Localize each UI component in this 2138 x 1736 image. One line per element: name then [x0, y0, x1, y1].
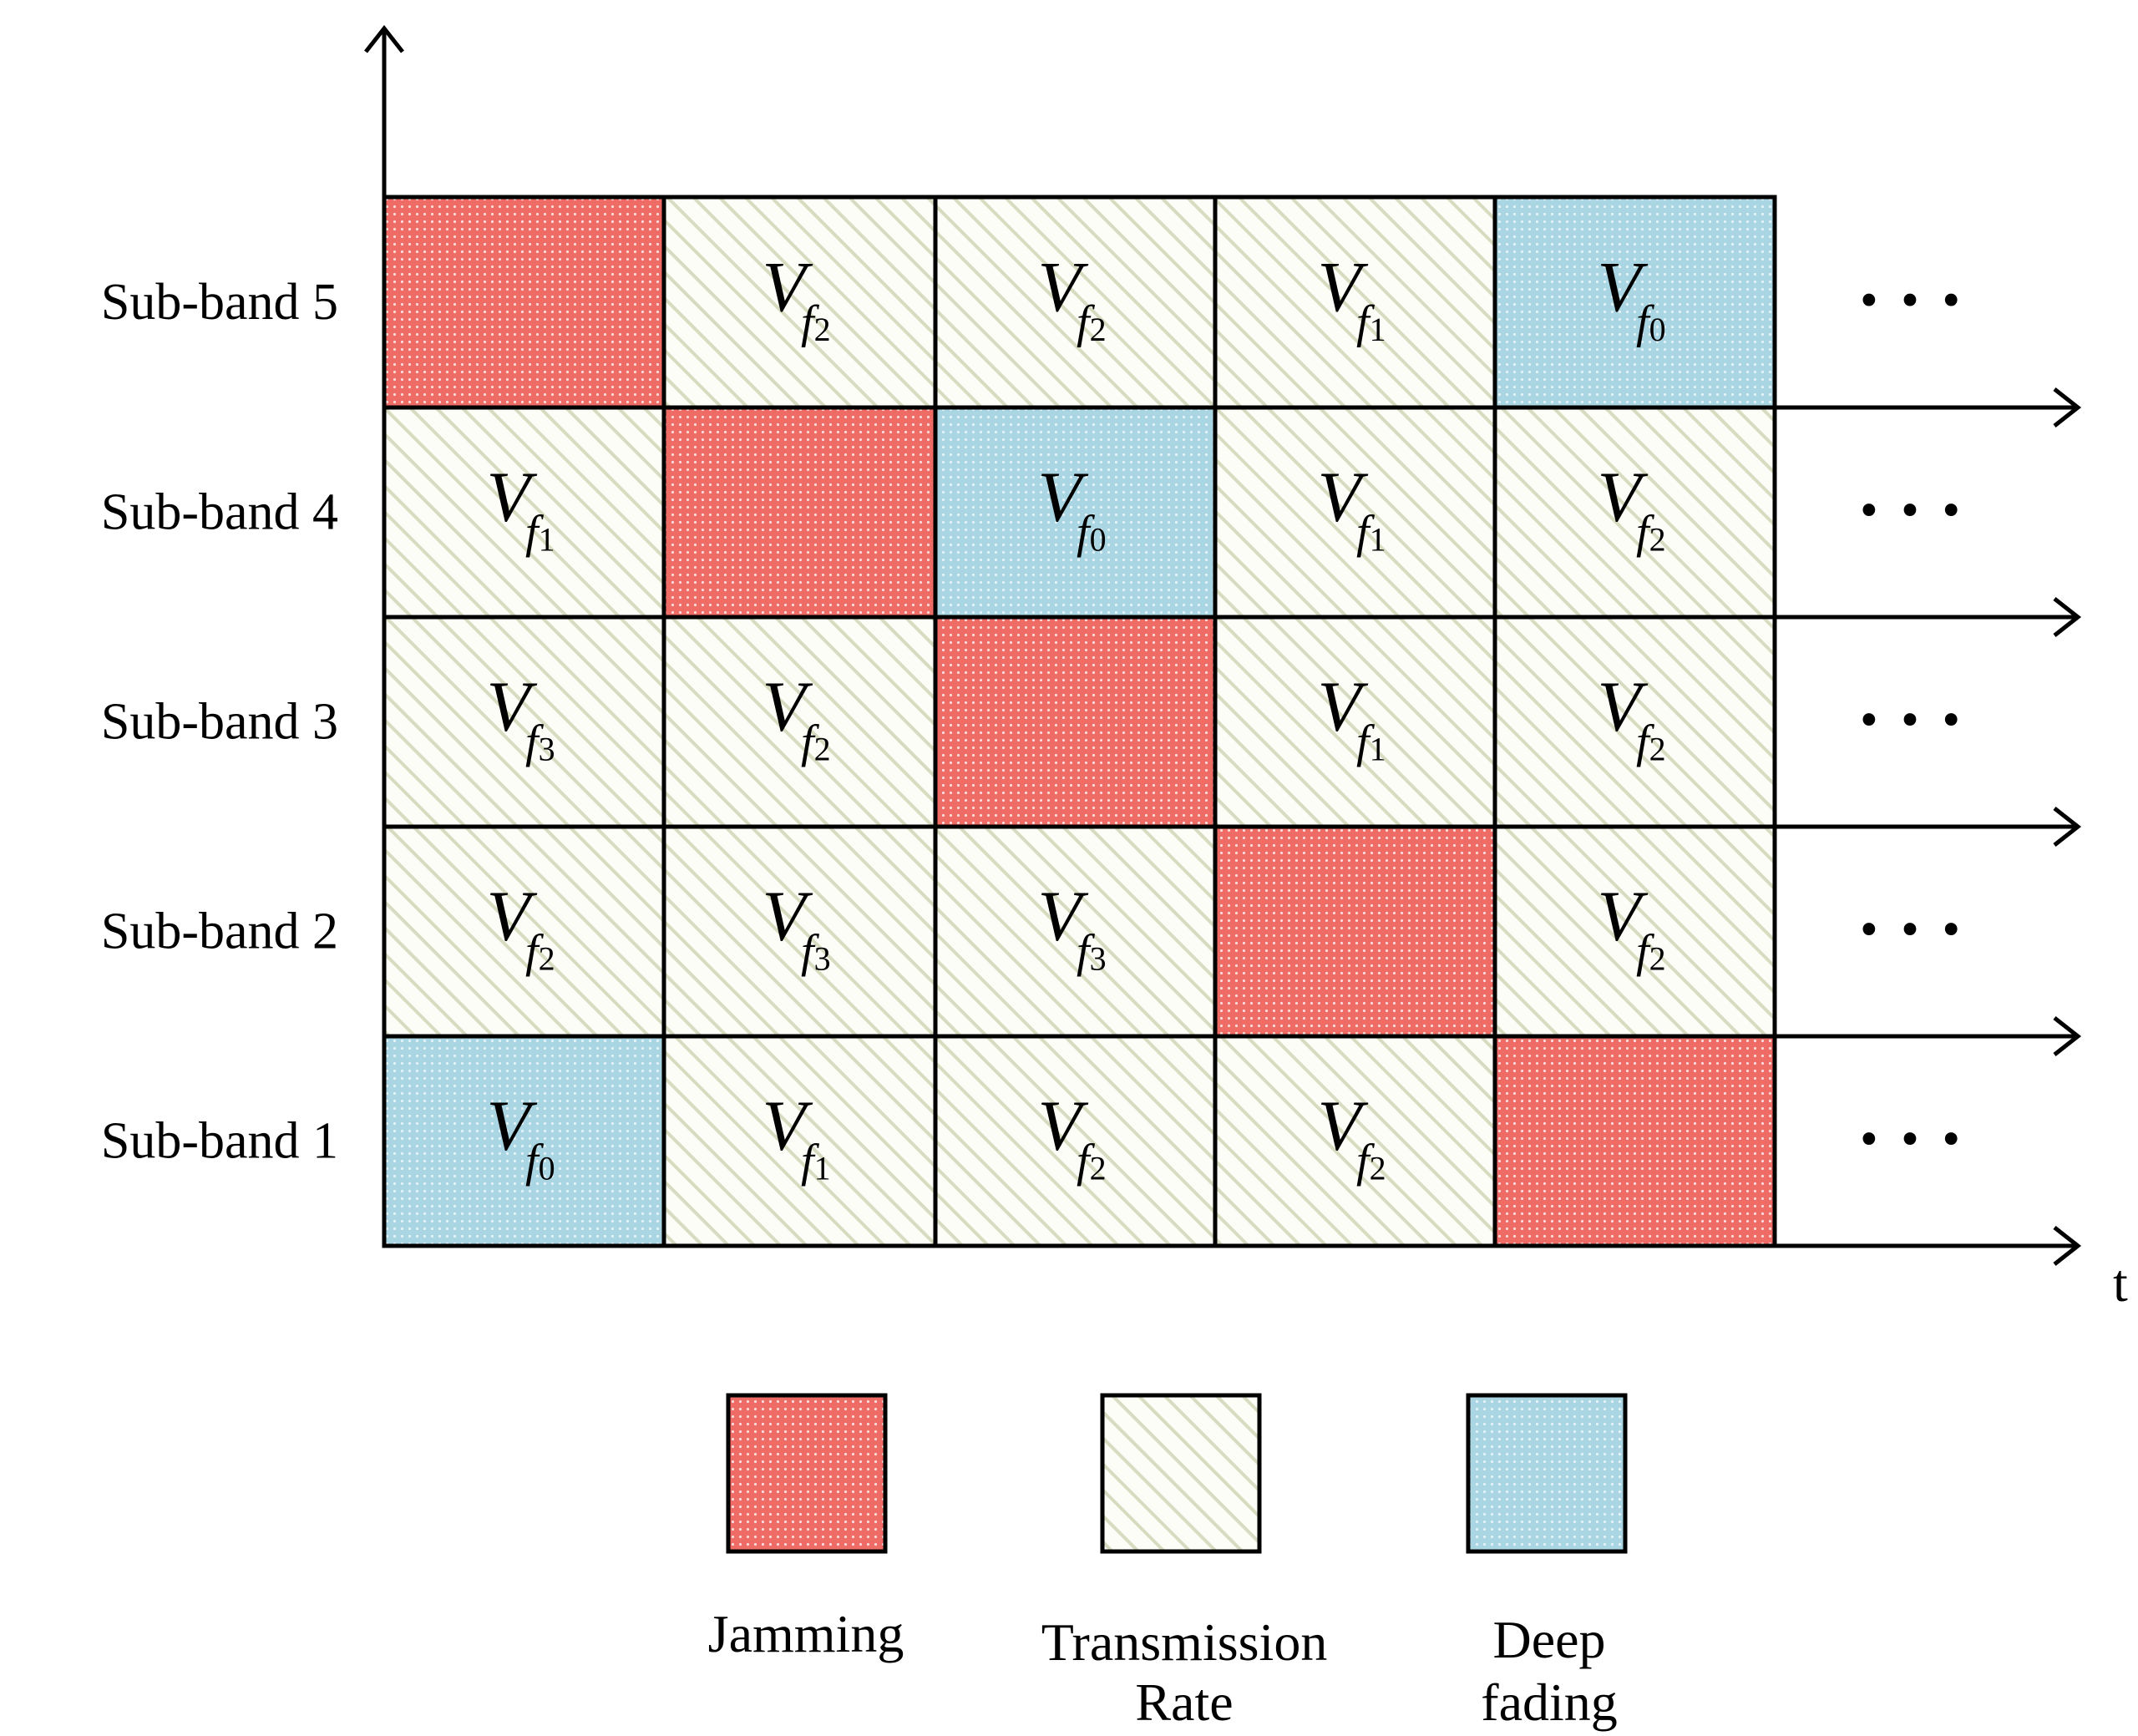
ellipsis: • • •	[1860, 483, 1965, 539]
row-label-sub-band-3: Sub-band 3	[101, 694, 338, 751]
cell-rate-r5-c2	[661, 1034, 938, 1248]
cell-fading-r2-c3	[933, 405, 1218, 620]
cell-jamming-r5-c5	[1492, 1034, 1777, 1248]
cell-rate-r4-c5	[1492, 824, 1777, 1039]
legend-label-fading: fading	[1481, 1673, 1618, 1732]
cell-rate-r2-c5	[1492, 405, 1777, 620]
ellipsis: • • •	[1860, 692, 1965, 749]
rate-symbol: Vf2	[487, 876, 555, 978]
time-axis-arrowhead	[2053, 1016, 2082, 1056]
time-axis-label: t	[2113, 1253, 2128, 1313]
legend-label-jamming: Jamming	[708, 1604, 904, 1663]
row-label-sub-band-4: Sub-band 4	[101, 484, 338, 541]
cell-rate-r4-c3	[933, 824, 1218, 1039]
rate-symbol: Vf1	[1318, 457, 1386, 559]
frequency-axis-arrowhead	[364, 24, 404, 53]
cell-fading-r5-c1	[382, 1034, 666, 1248]
rate-symbol: Vf0	[1038, 457, 1107, 559]
row-label-sub-band-5: Sub-band 5	[101, 274, 338, 331]
cell-rate-r1-c2	[661, 195, 938, 410]
cell-jamming-r1-c1	[382, 195, 666, 410]
axes-layer	[364, 24, 2082, 1266]
rate-symbol: Vf3	[762, 876, 831, 978]
cell-rate-r3-c2	[661, 615, 938, 829]
rate-symbol: Vf1	[762, 1086, 831, 1187]
legend-label-fading: Deep	[1492, 1610, 1605, 1669]
ellipsis: • • •	[1860, 1111, 1965, 1168]
legend-label-rate: Rate	[1135, 1673, 1233, 1732]
time-axis-arrowhead	[2053, 807, 2082, 847]
legend-swatch-jamming	[726, 1393, 888, 1554]
ellipsis: • • •	[1860, 902, 1965, 959]
cell-jamming-r2-c2	[661, 405, 938, 620]
rate-symbol: Vf2	[762, 666, 831, 768]
time-axis-arrowhead	[2053, 1226, 2082, 1266]
cell-jamming-r4-c4	[1213, 824, 1497, 1039]
row-label-sub-band-1: Sub-band 1	[101, 1113, 338, 1170]
ellipsis: • • •	[1860, 272, 1965, 329]
rate-symbol: Vf2	[1318, 1086, 1386, 1187]
rate-symbol: Vf2	[1598, 666, 1666, 768]
rate-symbol: Vf1	[1318, 246, 1386, 348]
rate-symbol: Vf2	[762, 246, 831, 348]
legend-label-rate: Transmission	[1041, 1612, 1328, 1672]
time-axis-arrowhead	[2053, 387, 2082, 428]
rate-symbol: Vf2	[1038, 246, 1107, 348]
rate-symbol: Vf3	[1038, 876, 1107, 978]
row-label-sub-band-2: Sub-band 2	[101, 903, 338, 960]
cell-rate-r1-c3	[933, 195, 1218, 410]
cell-jamming-r3-c3	[933, 615, 1218, 829]
time-axis-arrowhead	[2053, 597, 2082, 637]
cell-rate-r3-c4	[1213, 615, 1497, 829]
cells-layer	[382, 195, 1777, 1248]
cell-rate-r5-c3	[933, 1034, 1218, 1248]
rate-symbol: Vf2	[1598, 876, 1666, 978]
legend-swatch-fading	[1466, 1393, 1628, 1554]
cell-rate-r4-c2	[661, 824, 938, 1039]
rate-symbol: Vf0	[487, 1086, 555, 1187]
legend-swatch-rate	[1100, 1393, 1262, 1554]
